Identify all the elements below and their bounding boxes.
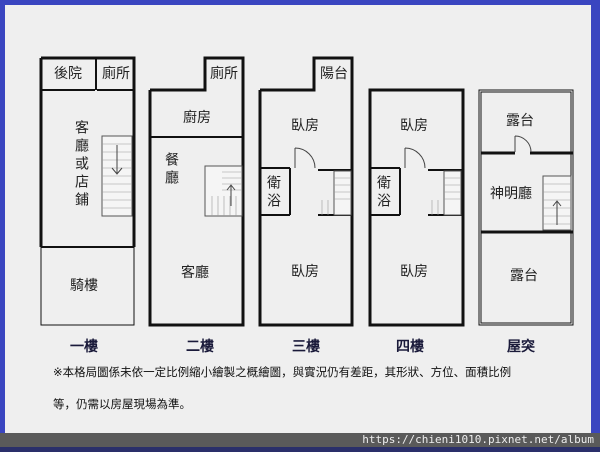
floor-4-walls xyxy=(368,88,465,327)
floor-label: 二樓 xyxy=(186,339,214,355)
floor-label: 一樓 xyxy=(70,339,98,355)
room-label: 廁所 xyxy=(102,66,130,82)
room-label: 臥房 xyxy=(400,264,428,280)
room-label: 客廳 xyxy=(181,265,209,281)
roof-walls xyxy=(478,89,574,326)
stairs-floor-4 xyxy=(443,170,462,216)
floor-label: 四樓 xyxy=(396,339,424,355)
room-label: 後院 xyxy=(54,66,82,82)
room-label: 餐廳 xyxy=(163,152,179,188)
bottom-border xyxy=(0,447,600,452)
room-label: 衛浴 xyxy=(265,175,281,211)
room-label: 露台 xyxy=(510,268,538,284)
room-label: 廚房 xyxy=(183,110,211,126)
disclaimer-line-2: 等，仍需以房屋現場為準。 xyxy=(53,397,191,411)
room-label: 臥房 xyxy=(291,264,319,280)
stairs-floor-2 xyxy=(204,165,243,217)
stairs-floor-3 xyxy=(333,170,352,216)
room-label: 露台 xyxy=(506,113,534,129)
floor-plan-sheet xyxy=(5,5,591,433)
floor-label: 屋突 xyxy=(507,339,535,355)
album-url: https://chieni1010.pixnet.net/album xyxy=(362,433,594,446)
floor-1-walls xyxy=(39,56,136,326)
room-label: 客廳或店鋪 xyxy=(73,120,89,210)
room-label: 神明廳 xyxy=(490,186,532,202)
floor-2-walls xyxy=(148,56,245,327)
room-label: 陽台 xyxy=(320,66,348,82)
room-label: 臥房 xyxy=(400,118,428,134)
room-label: 騎樓 xyxy=(70,278,98,294)
room-label: 衛浴 xyxy=(375,175,391,211)
footer-bar: https://chieni1010.pixnet.net/album xyxy=(0,433,600,447)
floor-label: 三樓 xyxy=(292,339,320,355)
room-label: 臥房 xyxy=(291,118,319,134)
disclaimer-line-1: ※本格局圖係未依一定比例縮小繪製之概繪圖，與實況仍有差距，其形狀、方位、面積比例 xyxy=(53,365,512,379)
room-label: 廁所 xyxy=(210,66,238,82)
